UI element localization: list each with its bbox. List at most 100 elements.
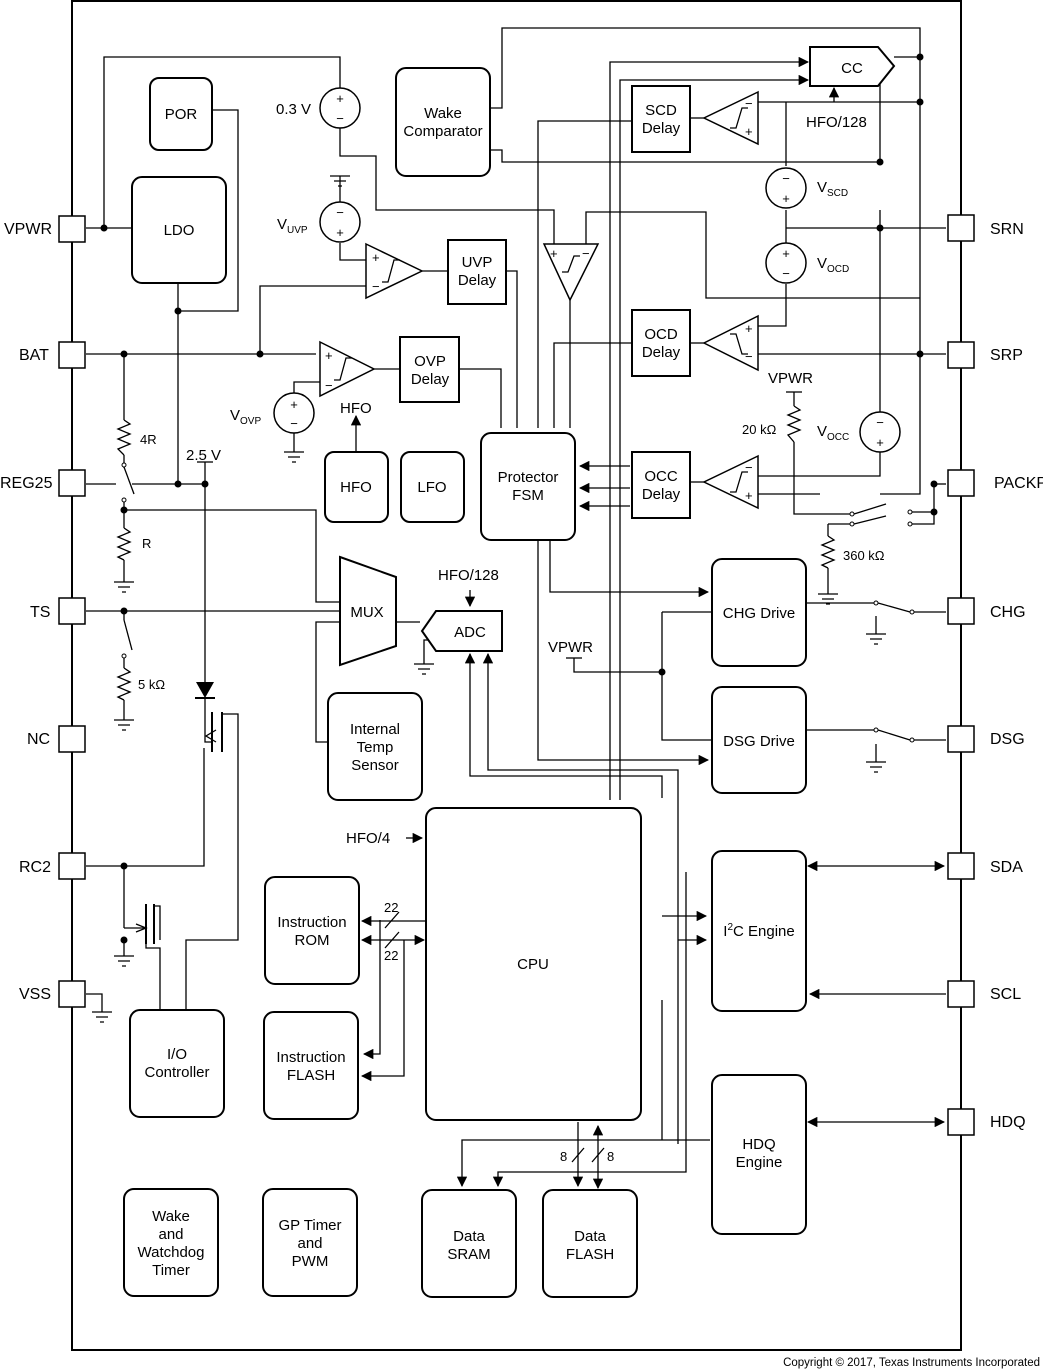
- svg-text:+: +: [745, 488, 753, 503]
- svg-text:+: +: [745, 321, 753, 336]
- switch-ts: [121, 619, 133, 659]
- pin-label: SDA: [990, 859, 1023, 876]
- pin-vpwr: [58, 215, 86, 243]
- pin-label: RC2: [19, 859, 51, 876]
- label-20k: 20 kΩ: [742, 422, 777, 437]
- svg-text:−: −: [876, 415, 884, 430]
- svg-text:+: +: [550, 246, 558, 261]
- resistor-360k: [820, 535, 836, 569]
- svg-text:Delay: Delay: [642, 120, 681, 137]
- svg-text:MUX: MUX: [350, 604, 383, 621]
- label-vovp: VOVP: [230, 407, 261, 427]
- svg-text:ROM: ROM: [295, 932, 330, 949]
- source-0p3v: +−: [319, 87, 361, 129]
- svg-text:+: +: [290, 397, 298, 412]
- pin-label: HDQ: [990, 1114, 1026, 1131]
- source-vocd: +−: [765, 242, 807, 284]
- label-vpwr-top: VPWR: [768, 370, 813, 387]
- label-r: R: [142, 536, 151, 551]
- pin-rc2: [58, 852, 86, 880]
- svg-text:−: −: [582, 246, 590, 261]
- svg-text:OCD: OCD: [644, 326, 678, 343]
- svg-text:+: +: [782, 246, 790, 261]
- pin-label: REG25: [0, 475, 53, 492]
- svg-text:+: +: [782, 191, 790, 206]
- block-adc: ADC: [420, 610, 503, 652]
- uvp-comparator: +−: [365, 242, 424, 300]
- svg-text:UVP: UVP: [462, 254, 493, 271]
- pin-reg25: [58, 469, 86, 497]
- svg-text:SRAM: SRAM: [447, 1246, 490, 1263]
- label-vocc: VOCC: [817, 423, 849, 443]
- svg-text:CHG Drive: CHG Drive: [723, 605, 796, 622]
- svg-text:−: −: [782, 266, 790, 281]
- svg-text:CPU: CPU: [517, 956, 549, 973]
- svg-text:Comparator: Comparator: [403, 123, 482, 140]
- resistor-5k: [116, 667, 132, 701]
- svg-text:−: −: [325, 378, 333, 393]
- block-ocd-delay: OCD Delay: [631, 309, 691, 377]
- label-hfo-4: HFO/4: [346, 830, 390, 847]
- pin-label: DSG: [990, 731, 1025, 748]
- label-360k: 360 kΩ: [843, 548, 885, 563]
- svg-text:Temp: Temp: [357, 739, 394, 756]
- svg-text:−: −: [336, 205, 344, 220]
- svg-text:HDQ: HDQ: [742, 1136, 775, 1153]
- switch-packp-a: [849, 503, 913, 517]
- block-dsg-drive: DSG Drive: [711, 686, 807, 794]
- svg-text:+: +: [325, 348, 333, 363]
- svg-text:LDO: LDO: [164, 222, 195, 239]
- block-data-sram: Data SRAM: [421, 1189, 517, 1298]
- pins-right: SRN SRP PACKP CHG DSG SDA SCL HDQ: [947, 214, 1043, 1136]
- svg-text:−: −: [745, 96, 753, 111]
- pin-label: SRN: [990, 221, 1024, 238]
- svg-text:Delay: Delay: [411, 371, 450, 388]
- pin-dsg: [947, 725, 975, 753]
- svg-text:Data: Data: [574, 1228, 606, 1245]
- block-cc: CC: [809, 46, 896, 87]
- svg-text:FSM: FSM: [512, 487, 544, 504]
- svg-text:−: −: [372, 279, 380, 294]
- svg-text:OVP: OVP: [414, 353, 446, 370]
- svg-text:DSG Drive: DSG Drive: [723, 733, 795, 750]
- svg-text:and: and: [297, 1235, 322, 1252]
- svg-text:−: −: [745, 460, 753, 475]
- svg-text:HFO: HFO: [340, 479, 372, 496]
- label-bus22-b: 22: [384, 948, 398, 963]
- source-vscd: −+: [765, 167, 807, 209]
- block-wake-watchdog-timer: Wake and Watchdog Timer: [123, 1188, 219, 1297]
- block-wake-comparator: Wake Comparator: [395, 67, 491, 177]
- label-5k: 5 kΩ: [138, 677, 165, 692]
- block-instruction-rom: Instruction ROM: [264, 876, 360, 985]
- svg-text:+: +: [336, 91, 344, 106]
- pin-label: SCL: [990, 986, 1021, 1003]
- svg-text:Delay: Delay: [642, 344, 681, 361]
- svg-text:Data: Data: [453, 1228, 485, 1245]
- svg-text:−: −: [336, 111, 344, 126]
- pin-label: TS: [30, 604, 50, 621]
- chip-outline: [71, 0, 962, 1351]
- block-protector-fsm: Protector FSM: [480, 432, 576, 541]
- resistor-r: [116, 527, 132, 561]
- svg-text:−: −: [782, 171, 790, 186]
- svg-text:SCD: SCD: [645, 102, 677, 119]
- switch-dsg: [873, 727, 915, 743]
- pin-nc: [58, 725, 86, 753]
- switch-reg25: [121, 462, 135, 503]
- svg-text:Internal: Internal: [350, 721, 400, 738]
- srn-amplifier: +−: [542, 243, 600, 302]
- resistor-4r: [116, 419, 132, 456]
- svg-text:I2C Engine: I2C Engine: [723, 922, 794, 940]
- svg-text:FLASH: FLASH: [287, 1067, 335, 1084]
- label-vocd: VOCD: [817, 255, 849, 275]
- svg-text:CC: CC: [841, 60, 863, 77]
- svg-text:Wake: Wake: [424, 105, 462, 122]
- block-internal-temp-sensor: Internal Temp Sensor: [327, 692, 423, 801]
- occ-comparator: −+: [702, 454, 759, 510]
- block-cpu: CPU: [425, 807, 642, 1121]
- svg-text:and: and: [158, 1226, 183, 1243]
- pin-ts: [58, 597, 86, 625]
- pin-srp: [947, 341, 975, 369]
- pin-chg: [947, 597, 975, 625]
